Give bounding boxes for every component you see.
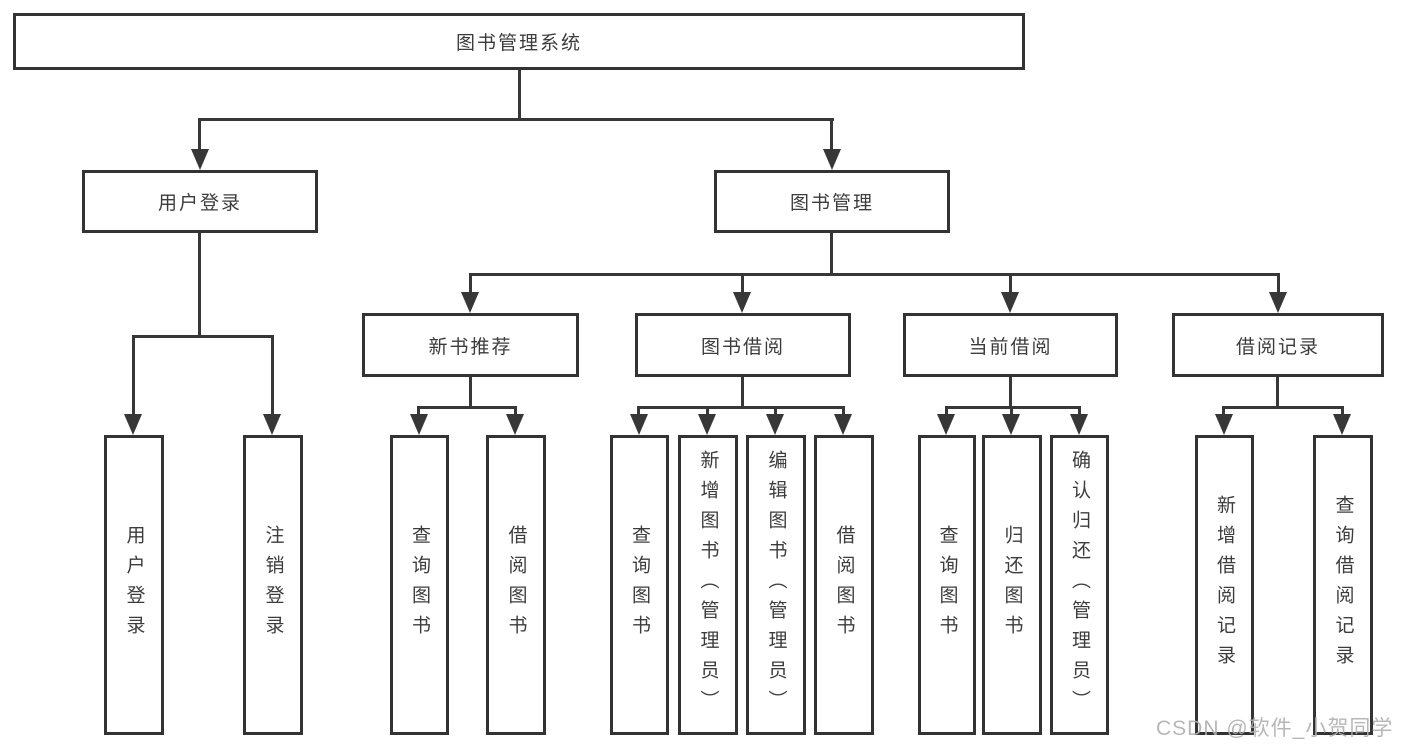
node-root: 图书管理系统 (13, 13, 1025, 70)
node-book-mgmt: 图书管理 (714, 170, 950, 233)
arrowhead-down-icon (766, 414, 784, 435)
connector-borrowrecords-drop-1 (1222, 406, 1225, 415)
node-ul-logout: 注销登录 (243, 435, 303, 735)
node-bb-query-book: 查询图书 (610, 435, 669, 735)
node-br-query-record-label: 查询借阅记录 (1332, 495, 1354, 675)
node-bb-borrow-book: 借阅图书 (814, 435, 874, 735)
connector-bookborrow-drop-4 (842, 406, 845, 415)
arrowhead-down-icon (834, 414, 852, 435)
node-cb-return-book-label: 归还图书 (1001, 525, 1023, 645)
node-cb-confirm-return: 确认归还（管理员） (1050, 435, 1109, 735)
arrowhead-down-icon (461, 292, 479, 313)
node-bb-query-book-label: 查询图书 (629, 525, 650, 645)
arrowhead-down-icon (410, 414, 428, 435)
connector-currentborrow-branch (945, 406, 1081, 409)
node-current-borrow: 当前借阅 (903, 313, 1118, 377)
connector-bookmgmt-drop-3 (1009, 273, 1012, 294)
connector-root-branch (198, 118, 834, 121)
node-bb-edit-book-label: 编辑图书（管理员） (765, 450, 787, 720)
arrowhead-down-icon (823, 149, 841, 170)
connector-root-drop-left (198, 118, 201, 152)
connector-newbooks-branch (417, 406, 517, 409)
connector-root-stem (518, 69, 521, 118)
node-cb-query-book-label: 查询图书 (936, 525, 958, 645)
node-ul-logout-label: 注销登录 (262, 525, 284, 645)
connector-bookborrow-branch (637, 406, 845, 409)
connector-bookborrow-drop-2 (706, 406, 709, 415)
connector-newbooks-stem (469, 377, 472, 406)
connector-userlogin-branch (132, 335, 274, 338)
connector-borrowrecords-branch (1222, 406, 1344, 409)
connector-bookmgmt-stem (830, 233, 833, 273)
node-bb-add-book-label: 新增图书（管理员） (697, 450, 719, 720)
arrowhead-down-icon (1269, 292, 1287, 313)
connector-borrowrecords-stem (1276, 377, 1279, 406)
arrowhead-down-icon (733, 292, 751, 313)
node-bb-borrow-book-label: 借阅图书 (833, 525, 855, 645)
node-nb-borrow-book-label: 借阅图书 (505, 525, 527, 645)
arrowhead-down-icon (263, 414, 281, 435)
node-user-login: 用户登录 (82, 170, 318, 233)
arrowhead-down-icon (506, 414, 524, 435)
node-book-borrow: 图书借阅 (635, 313, 851, 377)
node-current-borrow-label: 当前借阅 (968, 336, 1053, 358)
node-book-mgmt-label: 图书管理 (789, 193, 874, 214)
connector-currentborrow-drop-2 (1010, 406, 1013, 415)
connector-bookborrow-drop-3 (774, 406, 777, 415)
arrowhead-down-icon (1215, 414, 1233, 435)
connector-root-drop-right (830, 118, 833, 152)
node-br-query-record: 查询借阅记录 (1313, 435, 1373, 735)
node-borrow-records: 借阅记录 (1172, 313, 1384, 377)
connector-bookborrow-drop-1 (637, 406, 640, 415)
node-ul-login-label: 用户登录 (123, 525, 145, 645)
node-cb-confirm-return-label: 确认归还（管理员） (1069, 450, 1090, 720)
arrowhead-down-icon (630, 414, 648, 435)
connector-newbooks-drop-2 (514, 406, 517, 415)
node-bb-edit-book: 编辑图书（管理员） (746, 435, 806, 735)
node-nb-borrow-book: 借阅图书 (486, 435, 546, 735)
connector-currentborrow-drop-3 (1078, 406, 1081, 415)
node-new-books: 新书推荐 (362, 313, 579, 377)
connector-bookmgmt-branch (469, 273, 1280, 276)
connector-bookmgmt-drop-4 (1277, 273, 1280, 294)
connector-currentborrow-drop-1 (945, 406, 948, 415)
node-borrow-records-label: 借阅记录 (1235, 336, 1320, 358)
arrowhead-down-icon (698, 414, 716, 435)
node-nb-query-book: 查询图书 (390, 435, 449, 735)
arrowhead-down-icon (1001, 292, 1019, 313)
node-br-add-record-label: 新增借阅记录 (1214, 495, 1235, 675)
connector-userlogin-drop-2 (271, 335, 274, 414)
node-new-books-label: 新书推荐 (428, 336, 513, 358)
connector-bookmgmt-drop-2 (741, 273, 744, 294)
arrowhead-down-icon (1002, 414, 1020, 435)
node-br-add-record: 新增借阅记录 (1195, 435, 1254, 735)
node-ul-login: 用户登录 (104, 435, 164, 735)
node-cb-query-book: 查询图书 (918, 435, 976, 735)
node-user-login-label: 用户登录 (157, 193, 242, 214)
node-nb-query-book-label: 查询图书 (409, 525, 430, 645)
node-cb-return-book: 归还图书 (982, 435, 1042, 735)
node-book-borrow-label: 图书借阅 (700, 336, 785, 358)
connector-currentborrow-stem (1009, 377, 1012, 406)
connector-userlogin-stem (198, 233, 201, 335)
connector-userlogin-drop-1 (132, 335, 135, 414)
connector-borrowrecords-drop-2 (1341, 406, 1344, 415)
node-root-label: 图书管理系统 (455, 33, 582, 54)
connector-bookmgmt-drop-1 (469, 273, 472, 294)
arrowhead-down-icon (124, 414, 142, 435)
arrowhead-down-icon (1070, 414, 1088, 435)
arrowhead-down-icon (1333, 414, 1351, 435)
csdn-watermark: CSDN @软件_小贺同学 (1156, 717, 1394, 740)
connector-bookborrow-stem (741, 377, 744, 406)
node-bb-add-book: 新增图书（管理员） (678, 435, 738, 735)
arrowhead-down-icon (937, 414, 955, 435)
connector-newbooks-drop-1 (417, 406, 420, 415)
arrowhead-down-icon (191, 149, 209, 170)
